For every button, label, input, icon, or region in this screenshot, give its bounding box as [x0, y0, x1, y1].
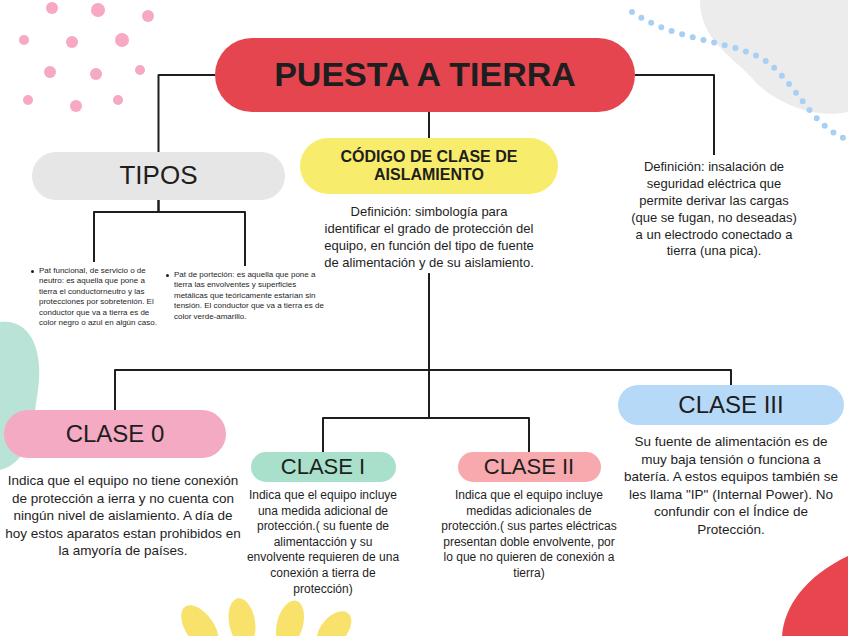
connector-line — [635, 75, 714, 155]
connector-line — [429, 274, 731, 385]
pink-dots — [19, 2, 154, 112]
category-pill: TIPOS — [32, 152, 285, 200]
yellow-burst — [174, 596, 358, 636]
class-pill: CLASE I Indica que el equipo incluye una … — [244, 452, 402, 597]
body-text: Pat de porteción: es aquella que pone a … — [165, 266, 325, 322]
heading-text: TIPOS — [32, 152, 285, 200]
root-pill: PUESTA A TIERRA — [215, 38, 635, 112]
heading-text: CÓDIGO DE CLASE DE AISLAMIENTO — [300, 138, 558, 194]
heading-text: PUESTA A TIERRA — [215, 38, 635, 112]
body-text: Su fuente de alimentación es de muy baja… — [620, 433, 842, 538]
heading-text: CLASE 0 — [4, 410, 226, 458]
class-pill: CLASE II Indica que el equipo incluye med… — [438, 452, 620, 582]
grey-blob — [700, 0, 848, 114]
body-text: Definición: insalación de seguridad eléc… — [628, 155, 800, 260]
class-pill: CLASE III Su fuente de alimentación es de… — [618, 385, 844, 538]
body-text: Definición: simbología para identificar … — [322, 204, 536, 272]
heading-text: CLASE II — [458, 452, 601, 482]
body-text: Indica que el equipo no tiene conexión d… — [4, 472, 242, 560]
definition-text: Definición: insalación de seguridad eléc… — [628, 155, 800, 260]
body-text: Indica que el equipo incluye una medida … — [244, 488, 402, 597]
bullet-note: Pat de porteción: es aquella que pone a … — [165, 266, 325, 322]
connector-line — [323, 274, 429, 452]
connector-line — [159, 75, 216, 152]
heading-text: CLASE I — [251, 452, 396, 482]
connector-line — [94, 200, 159, 262]
body-text: Pat funcional, de servicio o de neutro: … — [30, 262, 158, 328]
bullet-note: Pat funcional, de servicio o de neutro: … — [30, 262, 158, 328]
class-pill: CLASE 0 Indica que el equipo no tiene con… — [4, 410, 242, 560]
heading-pill: CÓDIGO DE CLASE DE AISLAMIENTO Definición… — [300, 138, 558, 272]
heading-text: CLASE III — [618, 385, 844, 425]
connector-line — [428, 112, 430, 138]
body-text: Indica que el equipo incluye medidas adi… — [438, 488, 620, 582]
red-blob — [782, 556, 848, 636]
connector-line — [159, 200, 246, 266]
connector-line — [429, 274, 529, 452]
